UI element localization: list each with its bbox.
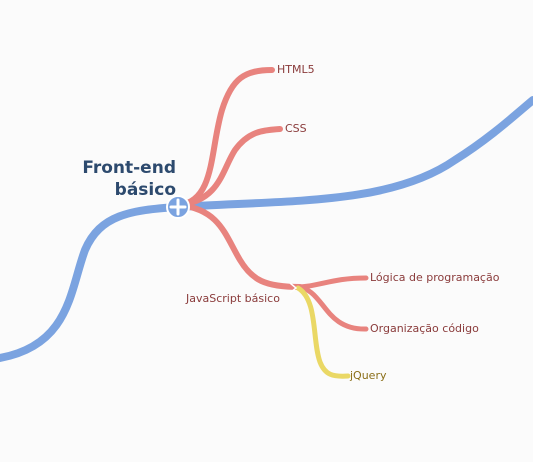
node-javascript[interactable]: JavaScript básico [186, 292, 280, 305]
main-topic-title[interactable]: Front-end básico [60, 157, 176, 201]
main-path [0, 96, 533, 362]
branch-organizacao [292, 284, 369, 332]
branch-javascript [177, 202, 303, 290]
main-topic-line1: Front-end [82, 158, 176, 178]
node-organizacao-codigo[interactable]: Organização código [370, 322, 479, 335]
expand-node-button[interactable] [166, 195, 190, 219]
plus-icon [169, 198, 187, 216]
node-logica-programacao[interactable]: Lógica de programação [370, 271, 500, 284]
node-css[interactable]: CSS [285, 122, 307, 135]
junction-marker [289, 282, 298, 294]
main-topic-line2: básico [114, 180, 176, 200]
branch-jquery [295, 285, 351, 379]
node-html5[interactable]: HTML5 [277, 63, 315, 76]
branch-logica [292, 275, 369, 290]
branch-css [177, 126, 283, 208]
branch-html5 [177, 67, 275, 208]
node-jquery[interactable]: jQuery [350, 369, 387, 382]
